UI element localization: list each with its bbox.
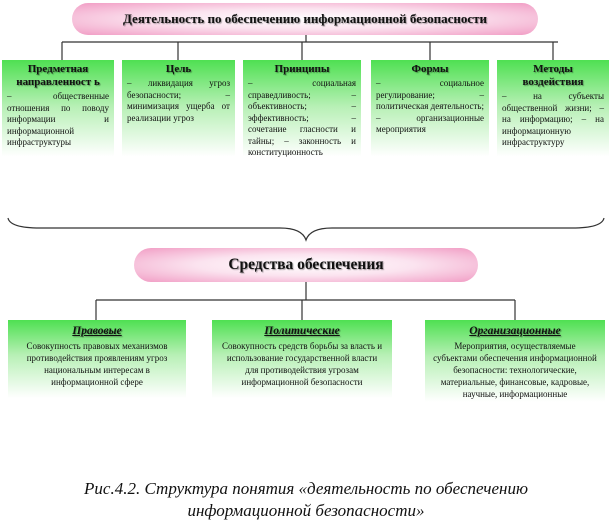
column-body: – социальная справедливость; – объективн… [248,78,356,157]
column-title: Цель [165,63,192,75]
column-title: Принципы [274,63,330,75]
column-subject: Предметная направленност ь – общественны… [2,60,114,216]
figure-caption: Рис.4.2. Структура понятия «деятельность… [0,478,612,522]
column-principles: Принципы – социальная справедливость; – … [243,60,361,216]
means-header: Средства обеспечения [134,248,478,282]
column-methods: Методы воздействия – на субъекты обществ… [497,60,609,216]
column-goal: Цель – ликвидация угроз безопасности; – … [122,60,235,216]
means-organizational: Организационные Мероприятия, осуществляе… [425,320,605,452]
means-title: Правовые [72,325,122,337]
column-title: Формы [411,63,449,75]
column-forms: Формы – социальное регулирование; – поли… [371,60,489,216]
means-body: Совокупность правовых механизмов противо… [26,341,168,387]
means-title: Организационные [469,325,561,337]
column-body: – на субъекты общественной жизни; – на и… [502,91,604,147]
activity-header-title: Деятельность по обеспечению информационн… [122,11,488,26]
means-header-title: Средства обеспечения [228,256,384,273]
means-legal: Правовые Совокупность правовых механизмо… [8,320,186,446]
caption-line-2: информационной безопасности» [187,501,425,520]
column-body: – ликвидация угроз безопасности; – миним… [127,78,230,123]
activity-header: Деятельность по обеспечению информационн… [72,3,538,35]
column-title: Методы воздействия [522,63,584,88]
means-body: Совокупность средств борьбы за власть и … [221,341,383,387]
column-body: – социальное регулирование; – политическ… [376,78,484,134]
means-title: Политические [264,325,340,337]
caption-line-1: Рис.4.2. Структура понятия «деятельность… [84,479,528,498]
means-body: Мероприятия, осуществляемые субъектами о… [433,341,597,399]
column-body: – общественные отношения по поводу инфор… [7,91,109,147]
column-title: Предметная направленност ь [16,63,100,88]
means-political: Политические Совокупность средств борьбы… [212,320,392,446]
brace [7,217,605,242]
